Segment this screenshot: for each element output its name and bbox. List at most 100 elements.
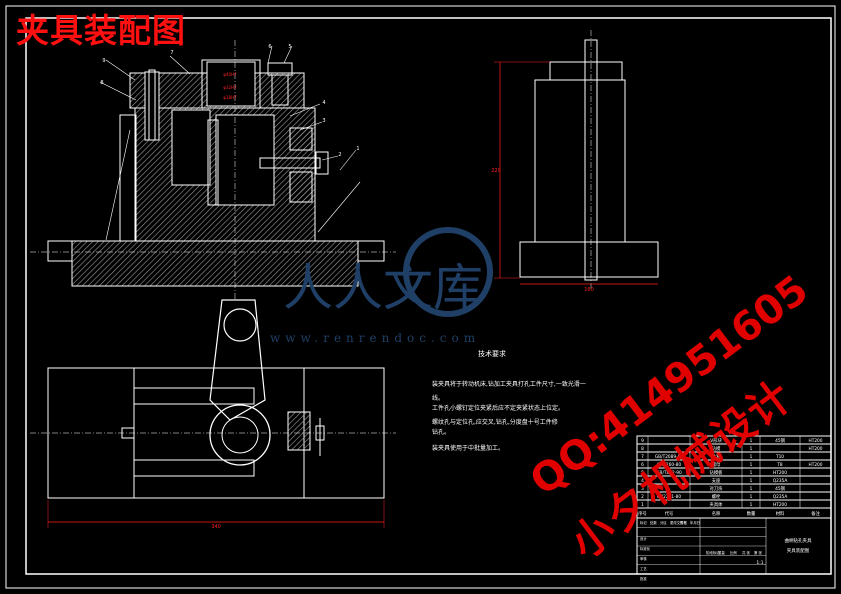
bom-header-cell: 数量 <box>747 510 756 517</box>
leader-6 <box>289 103 321 117</box>
tb-label: 签名 <box>680 520 687 525</box>
tech-line-2: 线。 <box>432 394 444 402</box>
bom-cell: Q235A <box>773 494 788 500</box>
balloon-3: 3 <box>322 118 325 124</box>
bom-cell: 螺栓 <box>712 493 721 500</box>
leader-5 <box>283 45 293 64</box>
crank-big-end <box>209 404 271 466</box>
bom-cell: 钻模 <box>712 445 721 452</box>
leader-8 <box>321 155 339 161</box>
inner-border <box>25 17 832 575</box>
balloon-7: 7 <box>170 50 173 56</box>
tb-label: 第 张 <box>754 550 762 555</box>
tb-part-name: 曲柄钻孔夹具 <box>785 537 812 544</box>
leader-7 <box>299 121 323 131</box>
watermark-site-name: 人人文库 <box>283 259 483 317</box>
bom-cell: HT200 <box>808 462 822 468</box>
bom-header-cell: 代号 <box>665 510 674 517</box>
bom-cell: 1 <box>750 494 753 500</box>
leader-4 <box>267 45 273 64</box>
bom-cell: GB2260-80 <box>657 462 681 468</box>
dim-side-height-label: 220 <box>491 168 501 174</box>
bom-cell: GB2291-80 <box>657 494 681 500</box>
bom-header-cell: 材料 <box>776 510 785 517</box>
tech-heading: 技术要求 <box>478 349 506 358</box>
tb-label: 阶段标记 <box>706 550 720 555</box>
plan-clamp-block <box>287 411 311 451</box>
bom-cell: 5 <box>641 470 644 476</box>
leader-3 <box>169 55 191 75</box>
side-base <box>519 241 659 278</box>
leader-1 <box>105 59 136 81</box>
base-body <box>71 240 359 287</box>
leader-9 <box>339 149 357 171</box>
bom-header-cell: 名称 <box>712 510 721 517</box>
bolt <box>148 69 156 141</box>
balloon-6: 6 <box>268 44 271 50</box>
tb-label: 分区 <box>660 520 667 525</box>
tb-subtitle: 夹具装配图 <box>787 547 810 554</box>
dim-bushing-2: φ32H7 <box>223 85 237 90</box>
crank-bore <box>221 416 259 454</box>
tech-line-4: 螺纹孔与定位孔,应交叉,钻孔,分度盘十号工件修 <box>432 418 558 426</box>
bom-cell: 1 <box>750 438 753 444</box>
bom-cell: 4 <box>641 478 644 484</box>
balloon-2: 2 <box>338 152 341 158</box>
bom-cell: 1 <box>750 502 753 508</box>
outer-border <box>5 5 836 589</box>
balloon-4: 4 <box>322 100 325 106</box>
leader-left <box>105 129 131 241</box>
dim-bushing-3: φ18H7 <box>223 95 237 100</box>
bushing-inner <box>206 61 256 107</box>
side-body <box>534 79 626 243</box>
screw <box>271 74 289 106</box>
bom-cell: HT200 <box>773 470 787 476</box>
tb-label: 批准 <box>640 576 647 581</box>
guide-block <box>289 127 313 151</box>
bore-sleeve <box>207 119 219 206</box>
drawing-title: 夹具装配图 <box>16 11 186 50</box>
watermark-logo-ring <box>403 227 493 317</box>
bom-cell: Q235A <box>773 478 788 484</box>
tb-label: 处数 <box>650 520 657 525</box>
bom-cell: HT200 <box>808 438 822 444</box>
watermark-url: www.renrendoc.com <box>270 331 481 345</box>
leader-body <box>317 181 361 233</box>
tb-label: 标准化 <box>640 546 651 551</box>
side-top-knob <box>549 61 623 81</box>
tb-label: 工艺 <box>640 566 647 571</box>
tb-scale: 1:1 <box>756 560 763 566</box>
bom-cell: T8 <box>776 462 783 468</box>
bom-cell: 螺母 <box>712 461 721 468</box>
balloon-1: 1 <box>356 146 359 152</box>
bom-cell: 钻模板 <box>710 469 724 476</box>
tb-label: 审核 <box>640 556 647 561</box>
bom-cell: V形块 <box>710 437 722 444</box>
plan-slot-bottom <box>133 459 255 477</box>
balloon-9: 9 <box>102 58 105 64</box>
leader-2 <box>99 81 137 101</box>
bom-cell: 1 <box>750 478 753 484</box>
balloon-8: 8 <box>100 80 103 86</box>
tb-label: 比例 <box>730 550 737 555</box>
bom-cell: 夹具体 <box>710 501 724 508</box>
plan-screw-head <box>315 425 325 441</box>
tb-label: 重量 <box>718 550 725 555</box>
bom-cell: 9 <box>641 438 644 444</box>
bom-cell: 1 <box>750 462 753 468</box>
tb-label: 年月日 <box>690 520 700 525</box>
bom-header-cell: 序号 <box>638 510 647 517</box>
dim-bushing-1: φ40H7 <box>223 72 237 77</box>
tech-line-3: 工件孔小螺钉定位夹紧后应不定夹紧状态上位定。 <box>432 404 564 412</box>
bom-cell: HT200 <box>808 446 822 452</box>
base-lug-left <box>47 240 73 262</box>
bom-cell: 1 <box>641 502 644 508</box>
side-screw <box>259 157 321 169</box>
dim-side-width-label: 160 <box>584 287 594 293</box>
bom-cell: GB/T872-90 <box>656 470 682 476</box>
crank-small-end <box>223 308 257 342</box>
bom-cell: 6 <box>641 462 644 468</box>
bom-cell: HT200 <box>773 502 787 508</box>
tb-label: 共 张 <box>742 550 750 555</box>
bom-cell: 45钢 <box>775 437 785 444</box>
